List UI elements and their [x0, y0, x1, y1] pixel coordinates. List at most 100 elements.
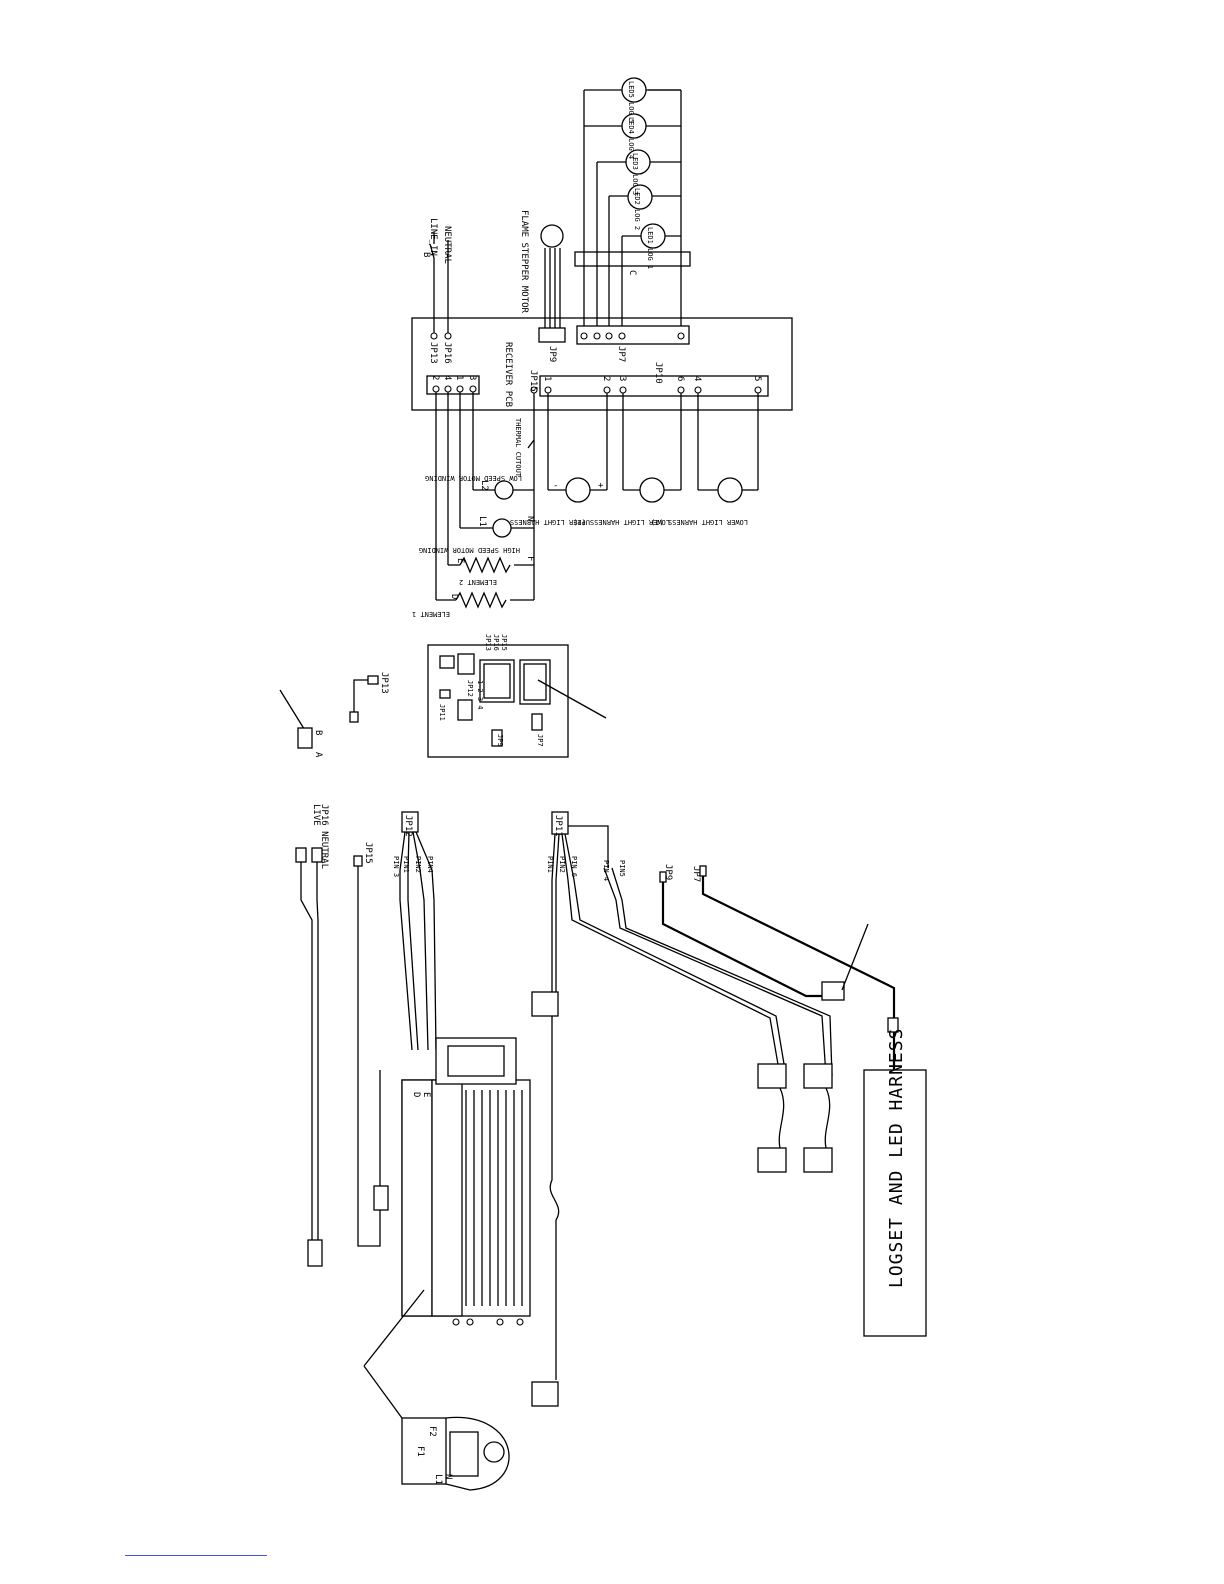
- jp7-lead: JP7: [691, 866, 701, 882]
- switch-label-a: A: [313, 752, 323, 758]
- jp15-label: JP15: [528, 370, 538, 392]
- lower-light-2-label: LOWER LIGHT HARNESS (2): [651, 518, 748, 526]
- board-jp15: JP15: [500, 634, 508, 651]
- element-letter-d: D: [449, 594, 459, 599]
- jp10-pin-2: 2: [601, 376, 611, 381]
- board-pin-numbers: 1 2 3 4: [476, 680, 484, 710]
- jp12-pin-a: 2: [430, 375, 440, 380]
- jp10-pin-5: 5: [752, 376, 762, 381]
- switch-b-label: B: [421, 252, 431, 257]
- upper-light-socket-a: [531, 991, 559, 1017]
- jp10-pin-6: 6: [675, 376, 685, 381]
- jp12-pin2: PIN2: [414, 856, 422, 873]
- jp10-pin-4: 4: [692, 376, 702, 381]
- led-terminal-label: C: [627, 270, 637, 275]
- pcb-title: RECEIVER PCB: [503, 342, 513, 407]
- led5-label: LED5 LOG 5: [627, 81, 635, 123]
- jp12-pin-b: 4: [442, 375, 452, 380]
- jp7-pins: [580, 332, 685, 340]
- cord-neutral: JP16 NEUTRAL: [319, 804, 329, 869]
- rocker-switch: A B JP13: [279, 672, 389, 758]
- pcb-pictorial: JP13 JP16 JP15 JP11 JP12 1 2 3 4 JP7 JP9: [427, 634, 607, 758]
- heater-e: E: [421, 1092, 431, 1097]
- upper-light-socket-b: [531, 1381, 559, 1407]
- board-jp16: JP16: [492, 634, 500, 651]
- jp7-connector: [576, 325, 690, 345]
- led-bus-wires: [583, 89, 682, 326]
- low-speed-winding-symbol: [494, 480, 514, 500]
- led-circles: [621, 77, 666, 249]
- high-speed-label: HIGH SPEED MOTOR WINDING: [419, 546, 520, 554]
- led-terminal-block: [574, 251, 691, 267]
- led4-label: LED4 LOG 4: [627, 117, 635, 159]
- element-letter-e: E: [455, 558, 465, 563]
- thermal-cutout-drawing: [373, 1185, 389, 1211]
- jp12-pin3: PIN 3: [392, 856, 400, 877]
- lower-light-2-socket-b: [803, 1147, 833, 1173]
- thermal-label: THERMAL CUTOUT: [514, 418, 522, 478]
- neutral-label: NEUTRAL: [442, 226, 452, 264]
- lower-pictorial: LIVE JP16 NEUTRAL JP15 JP12 PIN 3 PIN1 P…: [295, 804, 927, 1491]
- footer-rule: [125, 1555, 267, 1556]
- fan-detail-hub: [483, 1441, 505, 1463]
- fan-f1: F1: [415, 1446, 425, 1457]
- led3-symbol: [625, 149, 651, 175]
- jp13-label: JP13: [428, 342, 438, 364]
- switch-body: [297, 727, 313, 749]
- jp15-lead: JP15: [363, 842, 373, 864]
- jp16-label: JP16: [442, 342, 452, 364]
- board-jp7: JP7: [536, 734, 544, 747]
- led3-label: LED3 LOG 3: [631, 153, 639, 195]
- schematic: RECEIVER PCB JP13 JP16 LINE_IN NEUTRAL B…: [411, 77, 793, 618]
- led2-symbol: [627, 184, 653, 210]
- board-jp12: JP12: [466, 680, 474, 697]
- fan-detail-housing: [401, 1417, 447, 1485]
- jp10-block: [539, 375, 769, 397]
- terminal-n: N: [525, 516, 535, 521]
- jp10-pin-1: 1: [542, 376, 552, 381]
- lower-light-2-socket-a: [803, 1063, 833, 1089]
- led2-label: LED2 LOG 2: [633, 188, 641, 230]
- jp12-leads: [399, 831, 437, 1051]
- power-plug: [307, 1239, 323, 1267]
- upper-light-label: UPPER LIGHT HARNESS: [510, 518, 590, 526]
- jp9-lead: JP9: [663, 864, 673, 880]
- jp12-pin4: PIN4: [426, 856, 434, 873]
- jp9-connector: [538, 327, 566, 343]
- lower-light-1-symbol: [639, 477, 665, 503]
- jp7-label: JP7: [616, 346, 626, 362]
- polarity-minus: -: [553, 481, 558, 491]
- jp11-pin6: PIN 6: [570, 856, 578, 877]
- jp11-plug: [551, 811, 569, 835]
- jp10-pin-3: 3: [617, 376, 627, 381]
- load-wires: [435, 392, 535, 609]
- board-jp11: JP11: [438, 704, 446, 721]
- upper-light-symbol: [565, 477, 591, 503]
- jp12-block: [426, 375, 480, 395]
- terminal-l1: L1: [477, 516, 487, 527]
- line-in-label: LINE_IN: [428, 218, 438, 256]
- jp11-pin2: PIN2: [558, 856, 566, 873]
- jp11-pin5: PIN5: [618, 860, 626, 877]
- lower-light-1-socket-a: [757, 1063, 787, 1089]
- high-speed-winding-symbol: [492, 518, 512, 538]
- jp11-pin1: PIN1: [546, 856, 554, 873]
- jp12-pin-c: 1: [454, 375, 464, 380]
- led1-label: LED1 LOG 1: [646, 227, 654, 269]
- led1-symbol: [640, 223, 666, 249]
- fan-l1: L1: [433, 1474, 443, 1485]
- fan-n: N: [443, 1474, 453, 1479]
- jp9-label: JP9: [547, 346, 557, 362]
- lower-light-1-label: LOWER LIGHT HARNESS (1): [573, 518, 670, 526]
- stepper-motor-label: FLAME STEPPER MOTOR: [519, 210, 529, 314]
- led4-symbol: [621, 113, 647, 139]
- jp10-label: JP10: [653, 362, 663, 384]
- element-1-label: ELEMENT 1: [412, 610, 450, 618]
- element-2-label: ELEMENT 2: [459, 578, 497, 586]
- logset-label: LOGSET AND LED HARNESS: [886, 1028, 907, 1288]
- heater-fins: [465, 1090, 523, 1306]
- terminal-l2: L2: [479, 480, 489, 491]
- heater-d: D: [411, 1092, 421, 1097]
- board-jp9: JP9: [496, 734, 504, 747]
